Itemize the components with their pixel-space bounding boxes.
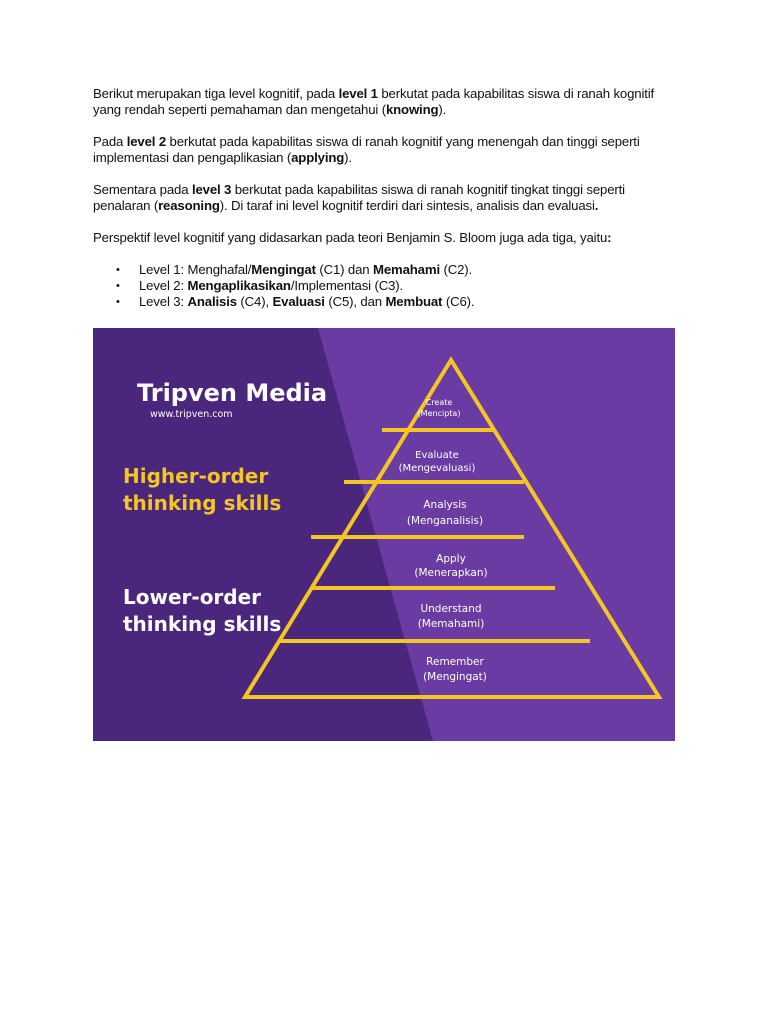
figure-background-dark-panel (93, 328, 433, 741)
paragraph-level-2: Pada level 2 berkutat pada kapabilitas s… (93, 134, 677, 166)
paragraph-text-run: berkutat pada kapabilitas siswa di ranah… (93, 182, 625, 213)
brand-url: www.tripven.com (150, 409, 233, 420)
brand-title: Tripven Media (137, 379, 327, 407)
paragraph-text-run: ). Di taraf ini level kognitif terdiri d… (219, 198, 595, 213)
list-item-text-run: (C6). (442, 294, 475, 309)
list-item-text-run: Level 3: (139, 294, 188, 309)
level-local-name: (Mengingat) (423, 671, 487, 683)
level-local-name: (Memahami) (418, 618, 485, 630)
list-item-text-run: (C4), (236, 294, 273, 309)
pyramid-outline (241, 356, 663, 699)
level-local-name: (Mencipta) (418, 409, 461, 418)
list-item-level-2: • Level 2: Mengaplikasikan/Implementasi (… (93, 278, 677, 294)
paragraph-text-run: Pada (93, 134, 127, 149)
paragraph-text-run: . (594, 198, 599, 213)
bloom-pyramid-figure: Tripven Media www.tripven.com Higher-ord… (93, 328, 675, 741)
list-item-text-run: Evaluasi (272, 294, 325, 309)
level-name: Apply (436, 553, 466, 565)
list-item-text-run: Mengaplikasikan (187, 278, 291, 293)
paragraph-text-run: applying (291, 150, 345, 165)
paragraph-text-run: level 1 (338, 86, 378, 101)
level-name: Understand (420, 603, 481, 615)
paragraph-text-run: berkutat pada kapabilitas siswa di ranah… (93, 134, 640, 165)
paragraph-text-run: berkutat pada kapabilitas siswa di ranah… (93, 86, 655, 117)
list-item-text-run: Analisis (187, 294, 238, 309)
level-local-name: (Menerapkan) (414, 567, 487, 579)
paragraph-bloom-intro: Perspektif level kognitif yang didasarka… (93, 230, 677, 246)
list-item-text-run: (C5), dan (324, 294, 386, 309)
lower-order-line-2: thinking skills (123, 612, 281, 636)
level-name: Analysis (423, 499, 466, 511)
bullet-icon: • (116, 264, 120, 276)
list-item-text-run: /Implementasi (C3). (290, 278, 404, 293)
level-name: Remember (426, 656, 484, 668)
paragraph-text-run: level 3 (191, 182, 232, 197)
paragraph-text-run: reasoning (158, 198, 220, 213)
list-item-text-run: Level 2: (139, 278, 188, 293)
list-item-text-run: Level 1: Menghafal/ (139, 262, 252, 277)
bloom-level-list: • Level 1: Menghafal/Mengingat (C1) dan M… (93, 262, 677, 310)
paragraph-text-run: ). (438, 102, 447, 117)
list-item-text-run: Memahami (373, 262, 440, 277)
paragraph-text-run: Sementara pada (93, 182, 192, 197)
level-name: Evaluate (415, 450, 459, 461)
bullet-icon: • (116, 280, 120, 292)
paragraph-text-run: Perspektif level kognitif yang didasarka… (93, 230, 608, 245)
level-local-name: (Mengevaluasi) (399, 463, 476, 474)
paragraph-text-run: : (607, 230, 612, 245)
level-local-name: (Menganalisis) (407, 515, 483, 527)
lower-order-line-1: Lower-order (123, 585, 261, 609)
pyramid-level-labels: Create (Mencipta) Evaluate (Mengevaluasi) An… (399, 398, 488, 683)
paragraph-text-run: Berikut merupakan tiga level kognitif, p… (93, 86, 339, 101)
pyramid-illustration: Tripven Media www.tripven.com Higher-ord… (93, 328, 675, 741)
document-body: Berikut merupakan tiga level kognitif, p… (93, 86, 677, 310)
paragraph-text-run: ). (344, 150, 352, 165)
paragraph-text-run: level 2 (126, 134, 166, 149)
list-item-level-1: • Level 1: Menghafal/Mengingat (C1) dan M… (93, 262, 677, 278)
higher-order-line-2: thinking skills (123, 491, 281, 515)
paragraph-level-1: Berikut merupakan tiga level kognitif, p… (93, 86, 677, 118)
higher-order-line-1: Higher-order (123, 464, 268, 488)
paragraph-level-3: Sementara pada level 3 berkutat pada kap… (93, 182, 677, 214)
list-item-text-run: Mengingat (251, 262, 316, 277)
list-item-text-run: (C1) dan (315, 262, 373, 277)
paragraph-text-run: knowing (385, 102, 439, 117)
level-name: Create (426, 398, 453, 407)
bullet-icon: • (116, 296, 120, 308)
list-item-text-run: Membuat (385, 294, 443, 309)
list-item-text-run: (C2). (439, 262, 473, 277)
list-item-level-3: • Level 3: Analisis (C4), Evaluasi (C5), … (93, 294, 677, 310)
